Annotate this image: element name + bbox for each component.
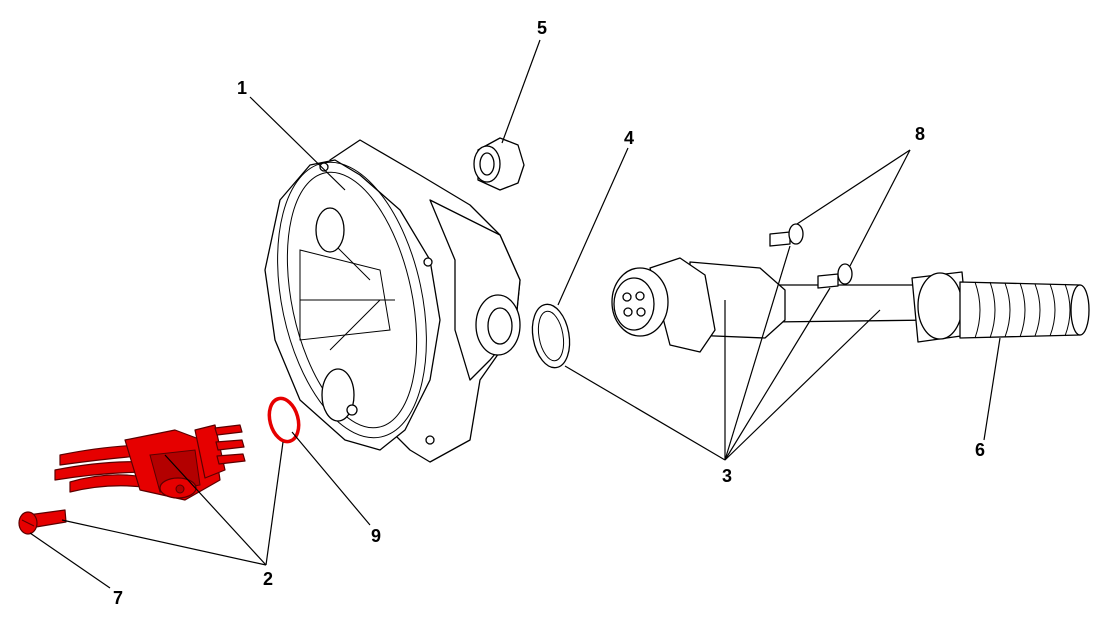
part-8-screws bbox=[769, 223, 853, 289]
callout-1: 1 bbox=[237, 78, 247, 98]
callout-2: 2 bbox=[263, 569, 273, 589]
callout-4: 4 bbox=[624, 128, 634, 148]
callout-5: 5 bbox=[537, 18, 547, 38]
part-3-connector-assembly bbox=[611, 223, 936, 353]
part-2-red-connector bbox=[54, 424, 246, 501]
part-1-housing bbox=[264, 139, 521, 463]
callout-3: 3 bbox=[722, 466, 732, 486]
part-9-red-o-ring bbox=[267, 396, 301, 444]
callout-8: 8 bbox=[915, 124, 925, 144]
part-7-red-screw bbox=[18, 509, 67, 535]
part-4-o-ring bbox=[531, 303, 571, 369]
part-6-spring bbox=[911, 271, 1090, 343]
part-5-nut bbox=[473, 137, 525, 191]
callout-9: 9 bbox=[371, 526, 381, 546]
callout-6: 6 bbox=[975, 440, 985, 460]
callout-7: 7 bbox=[113, 588, 123, 608]
leader-lines bbox=[29, 39, 1001, 589]
